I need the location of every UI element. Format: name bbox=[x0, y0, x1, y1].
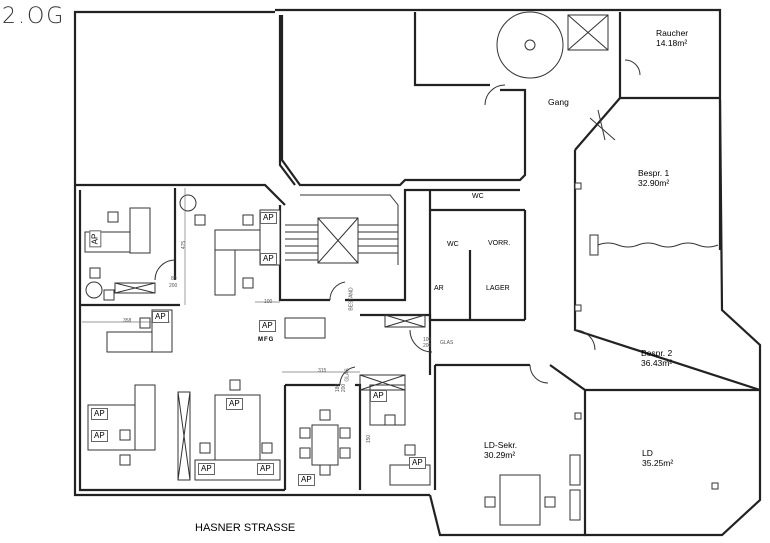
dim-bestand: BESTAND bbox=[348, 287, 355, 311]
dim-glas-2: GLAS bbox=[344, 368, 351, 382]
room-wc-1: WC bbox=[472, 193, 484, 200]
workstation-label: AP bbox=[260, 212, 277, 224]
stairwell bbox=[285, 11, 609, 265]
room-area: 30.29m² bbox=[484, 450, 516, 460]
room-name: Bespr. 1 bbox=[638, 168, 670, 178]
room-ldsekr: LD-Sekr. 30.29m² bbox=[484, 440, 517, 460]
room-area: 32.90m² bbox=[638, 178, 670, 188]
workstation-label: AP bbox=[260, 253, 277, 265]
workstation-label: AP bbox=[257, 463, 274, 475]
room-area: 36.43m² bbox=[641, 358, 673, 368]
room-ld: LD 35.25m² bbox=[642, 448, 673, 468]
room-name: LD bbox=[642, 448, 653, 458]
room-name: Raucher bbox=[656, 28, 689, 38]
furniture bbox=[84, 194, 719, 526]
street-label: HASNER STRASSE bbox=[195, 522, 296, 534]
workstation-label: AP bbox=[259, 320, 276, 332]
chairs bbox=[89, 182, 719, 508]
dim-358: 358 bbox=[123, 318, 132, 324]
mfg-label: MFG bbox=[258, 337, 275, 343]
outer-walls bbox=[73, 8, 762, 537]
floor-label: 2.OG bbox=[2, 4, 66, 29]
room-bespr1: Bespr. 1 32.90m² bbox=[638, 168, 669, 188]
workstation-label: AP bbox=[198, 463, 215, 475]
room-ar: AR bbox=[434, 285, 444, 292]
dim-200-b: 200 bbox=[341, 383, 348, 393]
workstation-label: AP bbox=[298, 474, 315, 486]
room-lager: LAGER bbox=[486, 285, 510, 292]
room-area: 14.18m² bbox=[656, 38, 688, 48]
workstation-label: AP bbox=[152, 311, 169, 323]
workstation-label: AP bbox=[226, 398, 243, 410]
dim-200-door: 200 bbox=[423, 343, 432, 349]
room-gang: Gang bbox=[548, 97, 569, 107]
room-bespr2: Bespr. 2 36.43m² bbox=[641, 348, 672, 368]
dim-150: 150 bbox=[366, 434, 373, 444]
dim-glas: GLAS bbox=[440, 340, 454, 346]
workstation-label: AP bbox=[370, 390, 387, 402]
room-wc-2: WC bbox=[447, 241, 459, 248]
dim-100-door: 100 bbox=[423, 337, 432, 343]
dimension-lines bbox=[82, 188, 360, 373]
room-vorr: VORR. bbox=[488, 240, 511, 247]
workstation-label: AP bbox=[89, 230, 102, 248]
dim-315: 315 bbox=[318, 368, 327, 374]
workstation-label: AP bbox=[91, 408, 108, 420]
dim-200: 200 bbox=[169, 283, 178, 289]
room-name: LD-Sekr. bbox=[484, 440, 518, 450]
workstation-label: AP bbox=[91, 430, 108, 442]
room-name: Bespr. 2 bbox=[641, 348, 673, 358]
workstation-label: AP bbox=[409, 457, 426, 469]
dim-100: 100 bbox=[264, 299, 273, 305]
dim-475: 475 bbox=[181, 240, 188, 250]
dim-80: 80 bbox=[171, 276, 177, 282]
room-area: 35.25m² bbox=[642, 458, 674, 468]
inner-walls bbox=[80, 100, 722, 490]
room-raucher: Raucher 14.18m² bbox=[656, 28, 688, 48]
doors bbox=[154, 59, 641, 386]
